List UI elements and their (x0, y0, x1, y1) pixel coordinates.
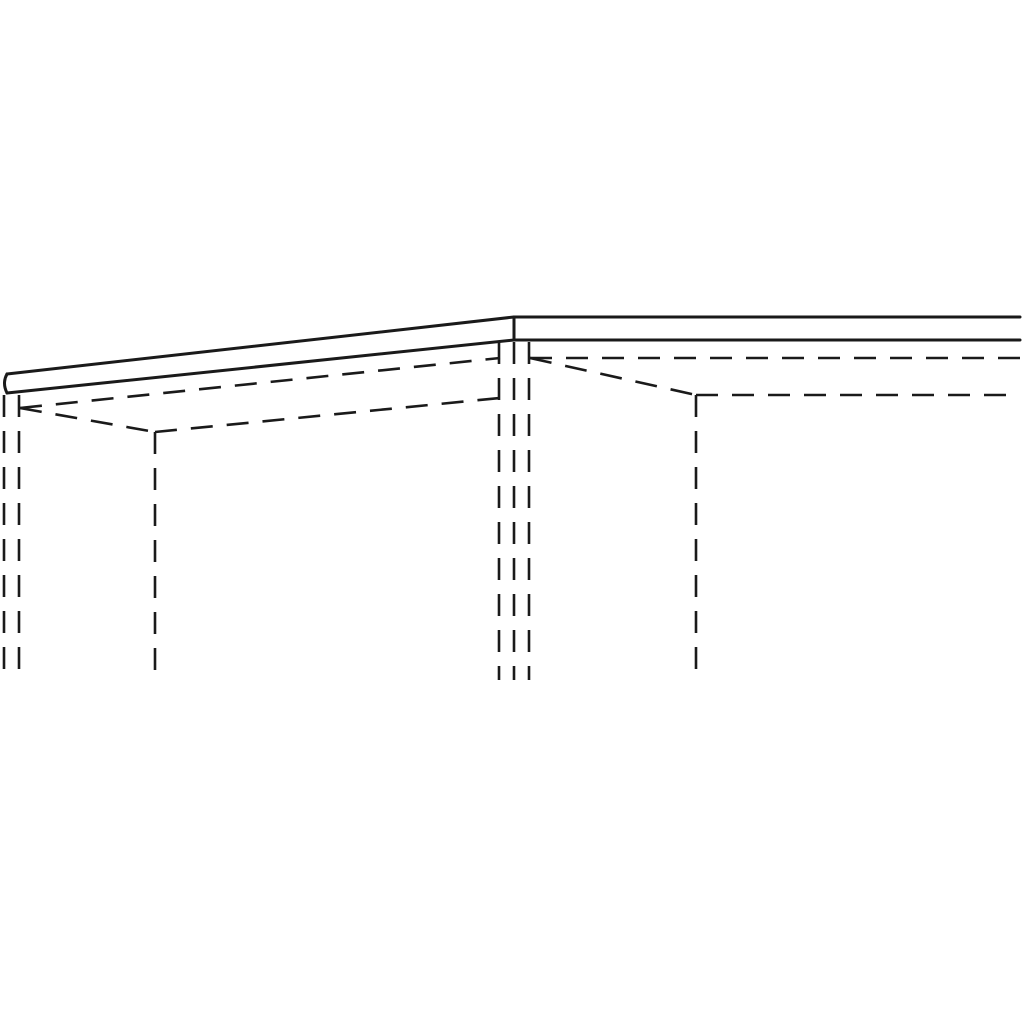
right-corner-rafter-hidden (529, 356, 697, 397)
left-front-beam-hidden (154, 396, 501, 434)
left-roof-bottom-edge (5, 338, 516, 395)
left-rear-beam-hidden (19, 356, 501, 410)
left-end-rafter-hidden (19, 406, 156, 434)
left-roof-end-cap (3, 372, 9, 395)
left-roof-top-edge (5, 315, 516, 376)
